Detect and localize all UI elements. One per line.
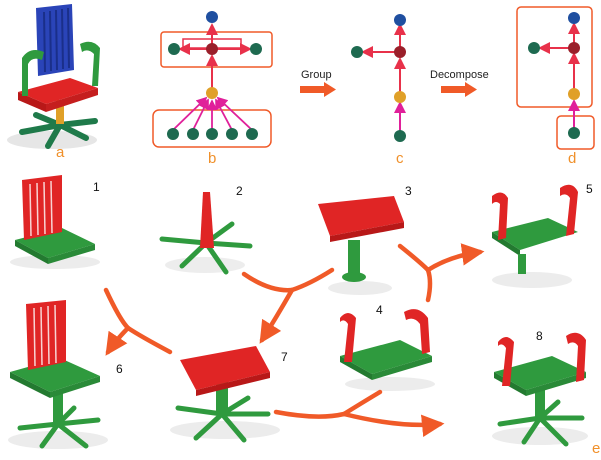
part-number-6: 6	[116, 362, 123, 376]
part-8-armchair	[492, 332, 588, 447]
part-number-7: 7	[281, 350, 288, 364]
decompose-arrow	[441, 82, 477, 97]
graph-c	[351, 14, 406, 142]
part-number-2: 2	[236, 184, 243, 198]
part-7-seat-base	[170, 346, 280, 443]
merge-curves	[103, 243, 485, 437]
graph-b	[152, 11, 273, 148]
group-arrow	[300, 82, 336, 97]
part-number-3: 3	[405, 184, 412, 198]
part-3-seat-stem	[318, 196, 404, 295]
part-5-seat-arms	[492, 184, 578, 288]
group-label: Group	[301, 69, 332, 81]
part-4-seat-arms	[340, 309, 435, 391]
decompose-label: Decompose	[430, 69, 489, 81]
panel-label-a: a	[56, 144, 65, 161]
part-number-1: 1	[93, 180, 100, 194]
panel-label-d: d	[568, 150, 577, 167]
part-number-8: 8	[536, 329, 543, 343]
part-number-5: 5	[586, 182, 593, 196]
chair-a-image	[7, 4, 100, 149]
part-1-back-seat	[10, 175, 100, 269]
panel-label-e: e	[592, 440, 601, 457]
panel-label-c: c	[396, 150, 404, 167]
part-6-full-chair	[8, 300, 108, 449]
part-number-4: 4	[376, 303, 383, 317]
graph-d	[516, 6, 595, 150]
panel-label-b: b	[208, 150, 217, 167]
part-2-base	[159, 192, 253, 275]
